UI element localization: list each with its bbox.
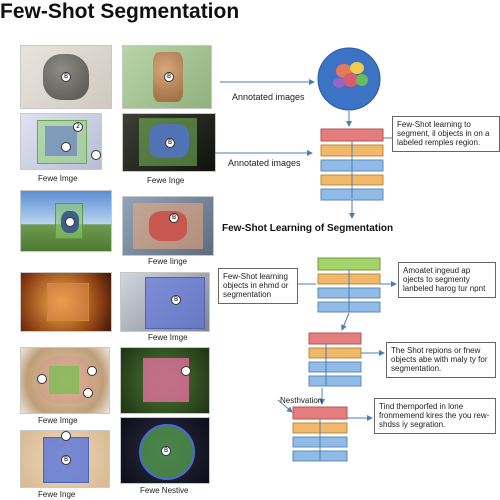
section-heading: Few-Shot Learning of Segmentation: [222, 223, 394, 234]
caption: Fewe Imge: [148, 333, 188, 342]
query-circle: [317, 47, 381, 111]
marker-icon: B: [61, 455, 71, 465]
note-box: Few-Shot learning to segment, il objects…: [392, 116, 500, 152]
support-image-red-object: B: [122, 196, 214, 256]
layer-stack-2: [317, 257, 381, 313]
caption: Fewe Inge: [38, 490, 76, 499]
marker-icon: [65, 217, 75, 227]
support-image-crystal: B: [122, 113, 216, 172]
page-title: Few-Shot Segmentation: [0, 0, 240, 23]
note-box: Few-Shot learning objects in ehmd or seg…: [218, 268, 298, 304]
support-image-bag: B: [122, 45, 212, 109]
support-image-green-mask: B: [120, 417, 210, 484]
support-image-target: [20, 347, 110, 414]
marker-icon: B: [165, 138, 175, 148]
marker-icon: [37, 374, 47, 384]
caption: Fewe Imge: [38, 416, 78, 425]
marker-icon: [61, 142, 71, 152]
marker-icon: 2: [73, 122, 83, 132]
marker-icon: [91, 150, 101, 160]
support-image-green-box: 2: [20, 113, 102, 170]
note-box: Tind thernporfed in lone fronmemend kire…: [374, 398, 496, 434]
marker-icon: B: [61, 72, 71, 82]
marker-icon: B: [161, 446, 171, 456]
marker-icon: B: [169, 213, 179, 223]
marker-icon: [87, 366, 97, 376]
support-image-fire: [20, 272, 112, 332]
support-image-mask-blue: B: [120, 272, 210, 332]
layer-stack-3: [308, 332, 362, 387]
layer-stack-1: [320, 128, 384, 201]
note-box: Amoatet ingeud ap ojects to segmenty lan…: [398, 262, 496, 298]
support-image-blue-square: B: [20, 430, 110, 488]
caption: Fewe Imge: [38, 174, 78, 183]
support-image-pink-square: [120, 347, 210, 414]
caption: Fewe Iinge: [148, 257, 188, 266]
support-image-rock: B: [20, 45, 112, 109]
marker-icon: B: [171, 295, 181, 305]
arrow-7: [341, 312, 350, 331]
caption: Fewe Inge: [147, 176, 185, 185]
support-image-sculpture: [20, 190, 112, 252]
layer-stack-4: [292, 406, 348, 462]
marker-icon: [83, 388, 93, 398]
note-box: The Shot repions or fnew objects abe wit…: [386, 342, 496, 378]
marker-icon: [61, 431, 71, 441]
annotated-images-label: Annotated images: [232, 92, 305, 102]
annotated-images-label: Annotated images: [228, 158, 301, 168]
caption: Fewe Nestive: [140, 486, 189, 495]
marker-icon: [181, 366, 191, 376]
marker-icon: B: [164, 72, 174, 82]
note-label: Nesthvation: [280, 396, 323, 405]
